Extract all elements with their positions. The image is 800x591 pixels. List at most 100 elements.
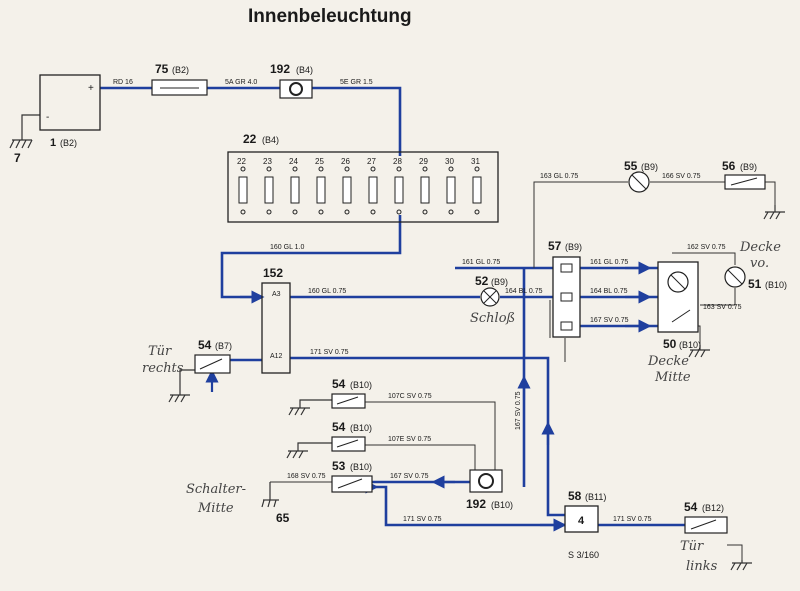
wire-gl163: 163 GL 0.75 — [540, 173, 578, 180]
note-decke-mitte-2: Mitte — [654, 370, 691, 385]
wire-sv107e: 107E SV 0.75 — [388, 436, 431, 443]
fuse-slot-terminal — [370, 166, 376, 172]
fuse-slot-label: 24 — [289, 157, 298, 166]
wire-53-171 — [372, 485, 565, 527]
switch-54-b12: 54 (B12) — [684, 500, 728, 534]
ground-56 — [763, 205, 785, 220]
wire-gl160-10: 160 GL 1.0 — [270, 244, 304, 251]
relay-152: 152 A3 A12 — [261, 266, 291, 374]
wire-labels: RD 16 5A GR 4.0 5E GR 1.5 160 GL 1.0 160… — [113, 79, 742, 523]
fuse-slot-label: 23 — [263, 157, 272, 166]
battery-num: 1 — [50, 137, 56, 149]
fuse-192-b10: 192 (B10) — [466, 469, 513, 511]
fuse-slot-fuse — [238, 176, 248, 204]
switch-53-b10: 53 (B10) — [331, 459, 373, 493]
fuse192-num: 192 — [270, 62, 290, 76]
fuse-slot-label: 31 — [471, 157, 480, 166]
diagram-title: Innenbeleuchtung — [248, 6, 412, 27]
sw53-loc: (B10) — [350, 462, 372, 472]
wire-sv163: 163 SV 0.75 — [703, 304, 742, 311]
fuse192b-loc: (B10) — [491, 500, 513, 510]
lamp51-num: 51 — [748, 277, 762, 291]
switch57-loc: (B9) — [565, 242, 582, 252]
wire-bl164b: 164 BL 0.75 — [590, 288, 628, 295]
lamp52-num: 52 — [475, 274, 489, 288]
fuse-slot-terminal — [370, 209, 376, 215]
fuse-slot-fuse — [394, 176, 404, 204]
fuse-slot-label: 26 — [341, 157, 350, 166]
main-wires — [100, 86, 685, 527]
fuse75-loc: (B2) — [172, 65, 189, 75]
wire-sv166: 166 SV 0.75 — [662, 173, 701, 180]
battery-plus: + — [88, 83, 94, 94]
ground65-label: 65 — [276, 511, 290, 525]
switch-54-b7: 54 (B7) — [194, 338, 232, 374]
lamp50-num: 50 — [663, 337, 677, 351]
fusebox-num: 22 — [243, 132, 257, 146]
wire-fuse192-fusebox — [312, 86, 402, 156]
switch57-num: 57 — [548, 239, 562, 253]
switch-54-b10-b: 54 (B10) — [331, 420, 372, 452]
sw54b10a-num: 54 — [332, 377, 346, 391]
fuse-slot-label: 25 — [315, 157, 324, 166]
lamp55-loc: (B9) — [641, 162, 658, 172]
wire-sv171b: 171 SV 0.75 — [403, 516, 442, 523]
fuse-slot-label: 27 — [367, 157, 376, 166]
sw54b7-num: 54 — [198, 338, 212, 352]
lamp52-loc: (B9) — [491, 277, 508, 287]
fuse-slot-label: 22 — [237, 157, 246, 166]
note-decke-vo-2: vo. — [750, 256, 769, 271]
fuse-slot-terminal — [266, 209, 272, 215]
fuse-slot-terminal — [422, 166, 428, 172]
fuse-slot-terminal — [448, 166, 454, 172]
fuse-slot-fuse — [290, 176, 300, 204]
wire-sv171: 171 SV 0.75 — [310, 349, 349, 356]
battery-1: + - 1 (B2) — [39, 74, 101, 149]
lamp-51: 51 (B10) — [724, 266, 787, 291]
sw54b10b-loc: (B10) — [350, 423, 372, 433]
ground-65 — [261, 482, 279, 508]
wire-gl161b: 161 GL 0.75 — [590, 259, 628, 266]
fuse-slot-label: 30 — [445, 157, 454, 166]
switch-57: 57 (B9) — [548, 239, 582, 338]
fuse-slot-label: 28 — [393, 157, 402, 166]
wire-sv167: 167 SV 0.75 — [590, 317, 629, 324]
fuse-slot-terminal — [266, 166, 272, 172]
ground-54b7 — [168, 369, 195, 403]
ground-50 — [688, 345, 710, 358]
fuse-slot-fuse — [368, 176, 378, 204]
ground-54b12 — [730, 560, 752, 571]
fuse-slot-terminal — [396, 166, 402, 172]
wire-sv168: 168 SV 0.75 — [287, 473, 326, 480]
note-tuer-links-1: Tür — [680, 539, 704, 554]
unit58-pin: 4 — [578, 515, 585, 527]
sw54b10b-num: 54 — [332, 420, 346, 434]
fuse-slot-terminal — [474, 209, 480, 215]
sw54b7-loc: (B7) — [215, 341, 232, 351]
lamp-52: 52 (B9) — [475, 274, 508, 307]
lamp-55: 55 (B9) — [624, 159, 658, 193]
battery-minus: - — [46, 112, 49, 123]
sw56-loc: (B9) — [740, 162, 757, 172]
relay-pin-a12: A12 — [270, 353, 283, 360]
ground-54b10a — [288, 399, 332, 416]
ground7-label: 7 — [14, 151, 21, 165]
fuse192b-num: 192 — [466, 497, 486, 511]
sw56-num: 56 — [722, 159, 736, 173]
battery-loc: (B2) — [60, 138, 77, 148]
note-schalter-2: Mitte — [197, 501, 234, 516]
fuse-slot-fuse — [316, 176, 326, 204]
lamp55-num: 55 — [624, 159, 638, 173]
note-tuer-rechts-2: rechts — [142, 361, 184, 376]
lamp-50: 50 (B10) — [657, 261, 701, 351]
fuse-slot-terminal — [422, 209, 428, 215]
wire-sv162: 162 SV 0.75 — [687, 244, 726, 251]
thin-wires — [270, 181, 776, 560]
wire-fusebox-relay — [220, 215, 402, 299]
sw53-num: 53 — [332, 459, 346, 473]
note-decke-mitte-1: Decke — [647, 354, 689, 369]
note-tuer-links-2: links — [686, 559, 718, 574]
wire-gl160-075: 160 GL 0.75 — [308, 288, 346, 295]
